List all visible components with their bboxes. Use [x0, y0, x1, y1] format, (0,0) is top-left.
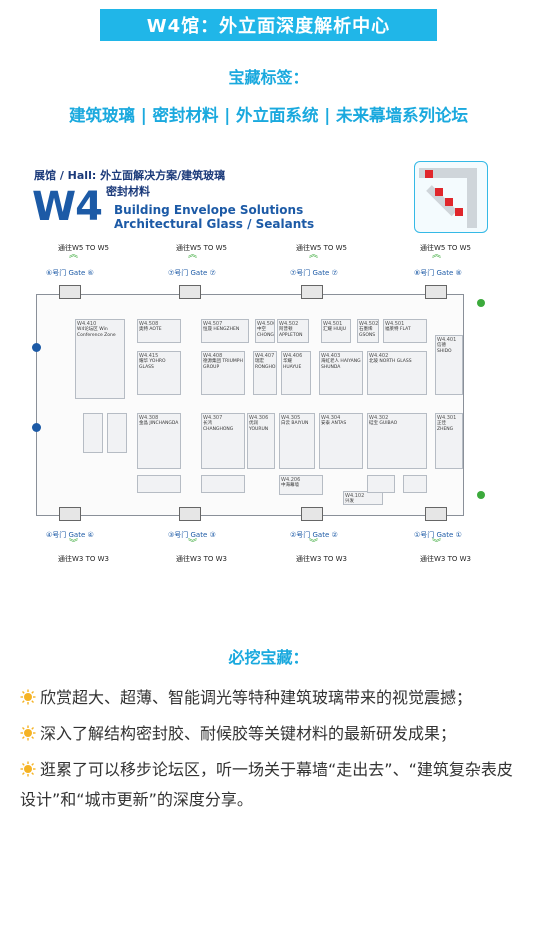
list-item-text: 欣赏超大、超薄、智能调光等特种建筑玻璃带来的视觉震撼； — [40, 688, 473, 707]
list-item-text: 逛累了可以移步论坛区，听一场关于幕墙“走出去”、“建筑复杂表皮设计”和“城市更新… — [20, 760, 513, 809]
list-item: 欣赏超大、超薄、智能调光等特种建筑玻璃带来的视觉震撼； — [20, 683, 528, 713]
route-to-w3-mid: 通往W3 TO W3 — [176, 555, 227, 563]
hall-label-cn-line1: 展馆 / Hall: 外立面解决方案/建筑玻璃 — [34, 169, 226, 182]
hall-code: W4 — [32, 184, 103, 230]
sun-icon — [20, 761, 36, 777]
info-icon — [32, 343, 41, 352]
sun-icon — [20, 689, 36, 705]
arrow-down-icon: ︾ — [432, 539, 442, 549]
hall-label-en-1: Building Envelope Solutions — [114, 203, 304, 217]
info-icon — [32, 423, 41, 432]
location-minimap — [414, 161, 488, 233]
door-bottom-2 — [179, 507, 201, 521]
tags-line: 建筑玻璃 | 密封材料 | 外立面系统 | 未来幕墙系列论坛 — [68, 106, 469, 125]
exit-icon — [477, 299, 485, 307]
route-to-w3-left: 通往W3 TO W3 — [58, 555, 109, 563]
gate-6-top: ⑥号门 Gate ⑥ — [46, 269, 94, 277]
arrow-down-icon: ︾ — [188, 539, 198, 549]
door-bottom-1 — [59, 507, 81, 521]
booth-small-5 — [83, 413, 103, 453]
gate-2-bottom: ②号门 Gate ② — [290, 531, 338, 539]
gate-8-top: ⑧号门 Gate ⑧ — [414, 269, 462, 277]
route-to-w5-mid: 通往W5 TO W5 — [176, 244, 227, 252]
door-top-1 — [59, 285, 81, 299]
arrow-up-icon: ︽ — [309, 250, 319, 260]
door-bottom-3 — [301, 507, 323, 521]
door-top-2 — [179, 285, 201, 299]
booth-small-2 — [137, 475, 181, 493]
gate-1-bottom: ①号门 Gate ① — [414, 531, 462, 539]
route-to-w5-left: 通往W5 TO W5 — [58, 244, 109, 252]
route-to-w3-right: 通往W3 TO W3 — [420, 555, 471, 563]
booth-small-3 — [367, 475, 395, 493]
exit-icon — [477, 491, 485, 499]
hall-label-cn-line2: 密封材料 — [106, 185, 150, 198]
page-banner: W4馆：外立面深度解析中心 — [100, 9, 437, 41]
tags-title: 宝藏标签： — [228, 68, 309, 87]
current-hall-marker — [435, 188, 443, 196]
route-to-w3-mid2: 通往W3 TO W3 — [296, 555, 347, 563]
route-to-w5-right: 通往W5 TO W5 — [420, 244, 471, 252]
gate-7-top: ⑦号门 Gate ⑦ — [168, 269, 216, 277]
arrow-up-icon: ︽ — [432, 250, 442, 260]
treasure-title: 必挖宝藏： — [228, 648, 309, 667]
sun-icon — [20, 725, 36, 741]
arrow-up-icon: ︽ — [188, 250, 198, 260]
arrow-down-icon: ︾ — [69, 539, 79, 549]
list-item: 逛累了可以移步论坛区，听一场关于幕墙“走出去”、“建筑复杂表皮设计”和“城市更新… — [20, 755, 528, 815]
hall-label-en-2: Architectural Glass / Sealants — [114, 217, 315, 231]
gate-4-bottom: ④号门 Gate ④ — [46, 531, 94, 539]
gate-3-bottom: ③号门 Gate ③ — [168, 531, 216, 539]
gate-7b-top: ⑦号门 Gate ⑦ — [290, 269, 338, 277]
route-to-w5-mid2: 通往W5 TO W5 — [296, 244, 347, 252]
booth-small-4 — [403, 475, 427, 493]
door-top-3 — [301, 285, 323, 299]
list-item: 深入了解结构密封胶、耐候胶等关键材料的最新研发成果； — [20, 719, 528, 749]
treasure-list: 欣赏超大、超薄、智能调光等特种建筑玻璃带来的视觉震撼； 深入了解结构密封胶、耐候… — [20, 683, 528, 821]
door-bottom-4 — [425, 507, 447, 521]
list-item-text: 深入了解结构密封胶、耐候胶等关键材料的最新研发成果； — [40, 724, 457, 743]
arrow-down-icon: ︾ — [309, 539, 319, 549]
door-top-4 — [425, 285, 447, 299]
booth-small-6 — [107, 413, 127, 453]
booth-small-1 — [201, 475, 245, 493]
arrow-up-icon: ︽ — [69, 250, 79, 260]
hall-label-cn: 展馆 / Hall: 外立面解决方案/建筑玻璃 密封材料 — [34, 167, 225, 199]
floor-plan: 展馆 / Hall: 外立面解决方案/建筑玻璃 密封材料 W4 Building… — [28, 153, 509, 573]
